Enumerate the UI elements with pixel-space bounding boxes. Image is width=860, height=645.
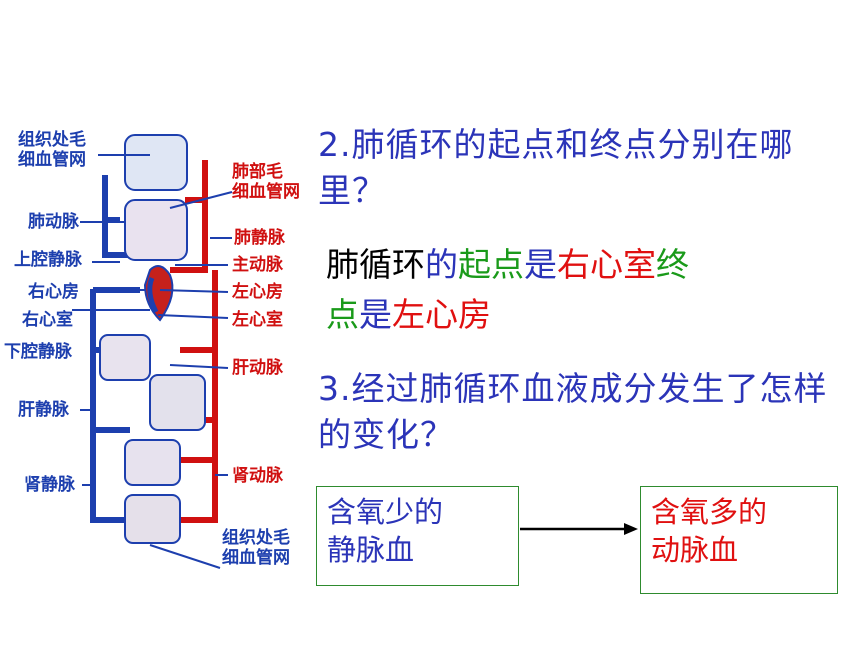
answer-2-segment: 右心室 <box>557 245 656 284</box>
answer-2-segment: 起点 <box>458 245 524 284</box>
label-hepatic-artery: 肝动脉 <box>232 358 283 378</box>
label-tissue-capillary-top: 组织处毛 细血管网 <box>18 130 86 170</box>
answer-2-segment: 是 <box>524 245 557 284</box>
answer-2: 肺循环的起点是右心室终点是左心房 <box>326 240 826 340</box>
before-box: 含氧少的静脉血 <box>316 486 519 586</box>
answer-2-segment: 左心房 <box>392 295 491 334</box>
upper-body-organ <box>124 134 188 191</box>
label-right-atrium: 右心房 <box>28 282 79 302</box>
label-renal-vein: 肾静脉 <box>24 475 75 495</box>
label-left-atrium: 左心房 <box>232 282 283 302</box>
label-hepatic-vein: 肝静脉 <box>18 400 69 420</box>
after-text: 含氧多的动脉血 <box>651 495 768 567</box>
answer-2-segment: 终 <box>656 245 689 284</box>
answer-2-segment: 肺循环 <box>326 245 425 284</box>
intestine-organ <box>149 374 206 431</box>
label-lung-capillary: 肺部毛 细血管网 <box>232 162 300 202</box>
label-tissue-capillary-bottom: 组织处毛 细血管网 <box>222 528 290 568</box>
answer-2-segment: 是 <box>359 295 392 334</box>
liver-organ <box>99 334 151 381</box>
circulation-diagram: 组织处毛 细血管网 肺动脉 上腔静脉 右心房 右心室 下腔静脉 肝静脉 肾静脉 … <box>0 120 320 590</box>
label-left-ventricle: 左心室 <box>232 310 283 330</box>
kidney-organ <box>124 439 181 486</box>
lung-organ <box>124 199 188 261</box>
label-right-ventricle: 右心室 <box>22 310 73 330</box>
label-aorta: 主动脉 <box>232 255 283 275</box>
change-arrow <box>520 523 638 535</box>
answer-2-segment: 点 <box>326 295 359 334</box>
before-text: 含氧少的静脉血 <box>327 495 444 567</box>
aorta-vessel <box>170 160 208 273</box>
label-pulmonary-vein: 肺静脉 <box>234 228 285 248</box>
question-3: 3.经过肺循环血液成分发生了怎样的变化？ <box>318 369 828 454</box>
label-pulmonary-artery: 肺动脉 <box>28 212 79 232</box>
lower-body-organ <box>124 494 181 544</box>
label-inferior-vena-cava: 下腔静脉 <box>4 342 72 362</box>
circulation-drawing <box>72 134 233 569</box>
question-2: 2.肺循环的起点和终点分别在哪里？ <box>318 125 794 210</box>
after-box: 含氧多的动脉血 <box>640 486 838 594</box>
answer-2-segment: 的 <box>425 245 458 284</box>
label-renal-artery: 肾动脉 <box>232 466 283 486</box>
label-superior-vena-cava: 上腔静脉 <box>14 250 82 270</box>
